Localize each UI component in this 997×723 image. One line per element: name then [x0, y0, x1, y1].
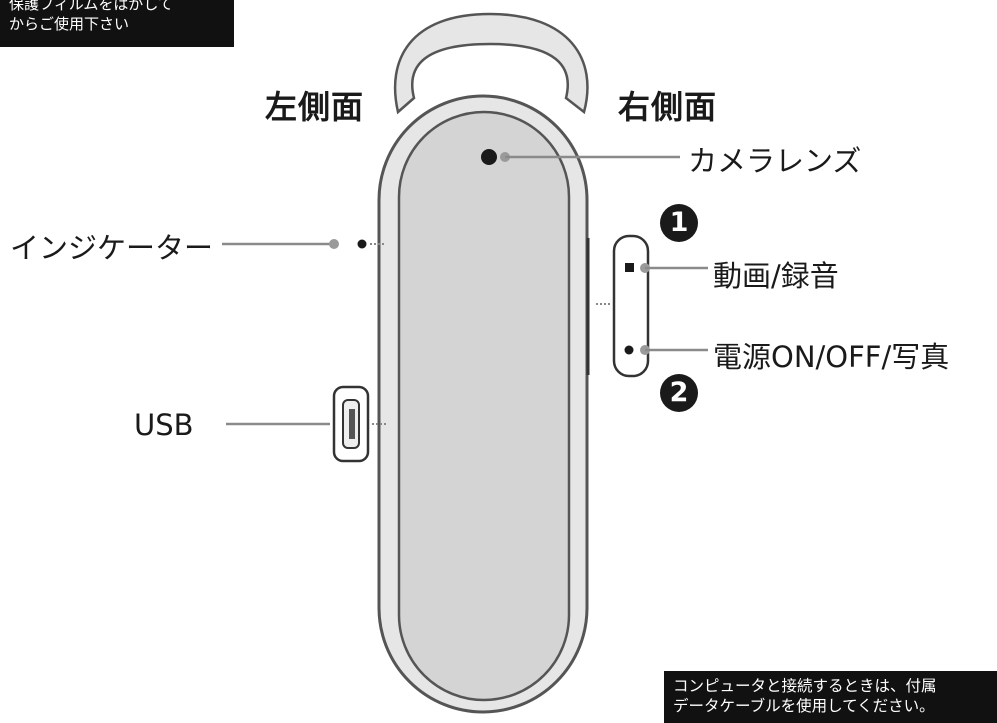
number-badge-2: 2: [660, 374, 698, 412]
indicator-label: インジケーター: [10, 231, 214, 265]
data-cable-note-line1: コンピュータと接続するときは、付属: [673, 677, 937, 695]
indicator-light-icon: [357, 239, 367, 249]
camera-lens-label: カメラレンズ: [688, 144, 862, 178]
left-side-title: 左側面: [265, 88, 365, 126]
protective-film-note-line1: 保護フィルムをはがして: [9, 0, 173, 13]
number-badge-1: 1: [660, 204, 698, 242]
video-audio-button-icon: [625, 263, 634, 272]
right-side-title: 右側面: [618, 88, 718, 126]
usb-label: USB: [134, 408, 194, 442]
device-face: [397, 110, 571, 702]
hanging-loop: [393, 12, 589, 115]
video-audio-label: 動画/録音: [713, 259, 839, 293]
camera-lens-icon: [481, 149, 497, 165]
button-panel: [612, 234, 650, 378]
power-photo-label: 電源ON/OFF/写真: [713, 340, 950, 374]
power-button-icon: [624, 345, 634, 355]
data-cable-note-line2: データケーブルを使用してください。: [673, 697, 935, 715]
data-cable-note: コンピュータと接続するときは、付属 データケーブルを使用してください。: [664, 671, 997, 723]
indicator-callout-dot: [329, 239, 339, 249]
protective-film-note: 保護フィルムをはがして からご使用下さい: [0, 0, 234, 47]
usb-port-contacts: [349, 409, 355, 439]
protective-film-note-line2: からご使用下さい: [9, 15, 130, 33]
